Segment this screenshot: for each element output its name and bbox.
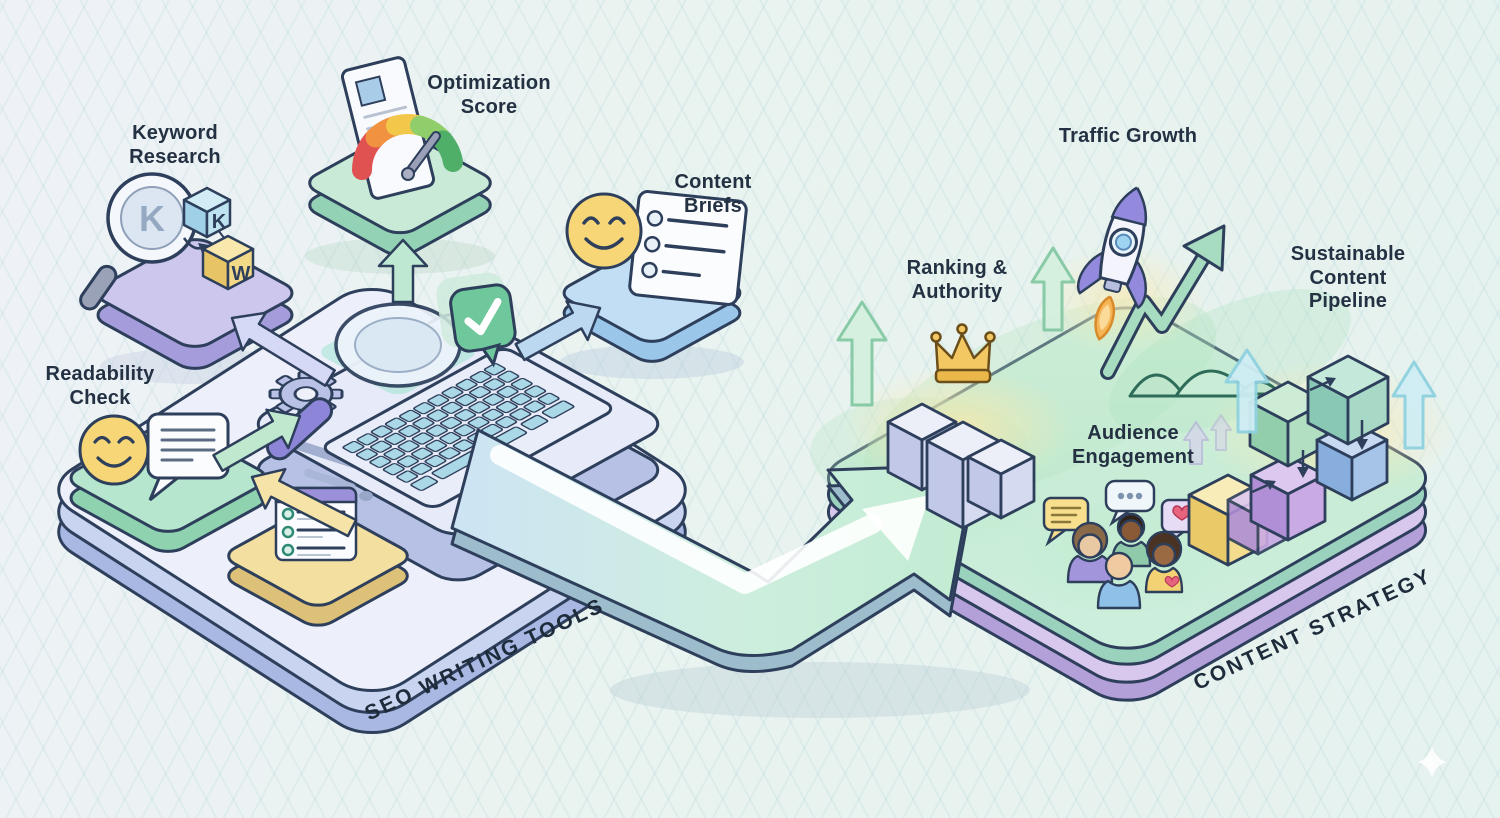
svg-text:K: K — [212, 211, 227, 233]
podium-icon — [886, 402, 1036, 530]
sparkle-icon — [1418, 746, 1446, 778]
up-arrow-cyan-2 — [1391, 360, 1437, 450]
label-traffic-growth: Traffic Growth — [1058, 125, 1198, 147]
keyword-magnifier-icon: K — [79, 172, 198, 311]
label-sustainable-pipeline: Sustainable Content Pipeline — [1290, 243, 1406, 313]
arrow-hub-to-briefs — [514, 300, 602, 362]
lens-letter: K — [139, 198, 165, 239]
keyword-cube-w: W — [201, 234, 255, 291]
audience-group-icon — [1066, 512, 1184, 610]
up-arrow-green-1 — [836, 300, 888, 407]
magnifier-icon — [265, 302, 462, 461]
document-gauge-icon — [340, 56, 463, 200]
speech-bubbles — [1042, 479, 1204, 549]
up-arrow-lavender-1 — [1183, 421, 1209, 465]
svg-text:W: W — [232, 263, 251, 285]
label-readability-check: Readability Check — [45, 363, 155, 409]
pipeline-connector-arrows — [1251, 377, 1368, 494]
up-arrow-lavender-2 — [1210, 414, 1232, 451]
arrow-hub-to-keyword — [230, 311, 336, 387]
label-audience-engagement: Audience Engagement — [1071, 422, 1195, 468]
bubble-lines-icon — [1042, 496, 1090, 547]
check-badge-icon — [436, 272, 517, 368]
label-optimization-score: Optimization Score — [427, 72, 551, 118]
label-ranking-authority: Ranking & Authority — [906, 257, 1008, 303]
readability-smiley-icon — [78, 414, 150, 486]
bubble-dots-icon — [1104, 479, 1156, 527]
growth-zigzag-arrow — [1100, 224, 1226, 380]
briefs-smiley-icon — [565, 192, 643, 270]
keyboard-icon — [320, 346, 617, 509]
arrow-editor-to-readability — [250, 467, 358, 538]
up-arrow-cyan-1 — [1224, 348, 1270, 434]
crown-icon — [930, 323, 996, 384]
label-content-briefs: Content Briefs — [674, 171, 752, 217]
big-flow-arrow — [450, 428, 1030, 718]
keyword-cube-k: K — [182, 186, 232, 239]
checklist-icon — [628, 190, 748, 306]
label-keyword-research: Keyword Research — [129, 122, 221, 168]
arrow-readability-to-hub — [212, 408, 302, 473]
arrow-hub-to-optimization — [377, 238, 429, 304]
up-arrow-green-2 — [1030, 246, 1076, 332]
rocket-icon — [1077, 186, 1148, 341]
